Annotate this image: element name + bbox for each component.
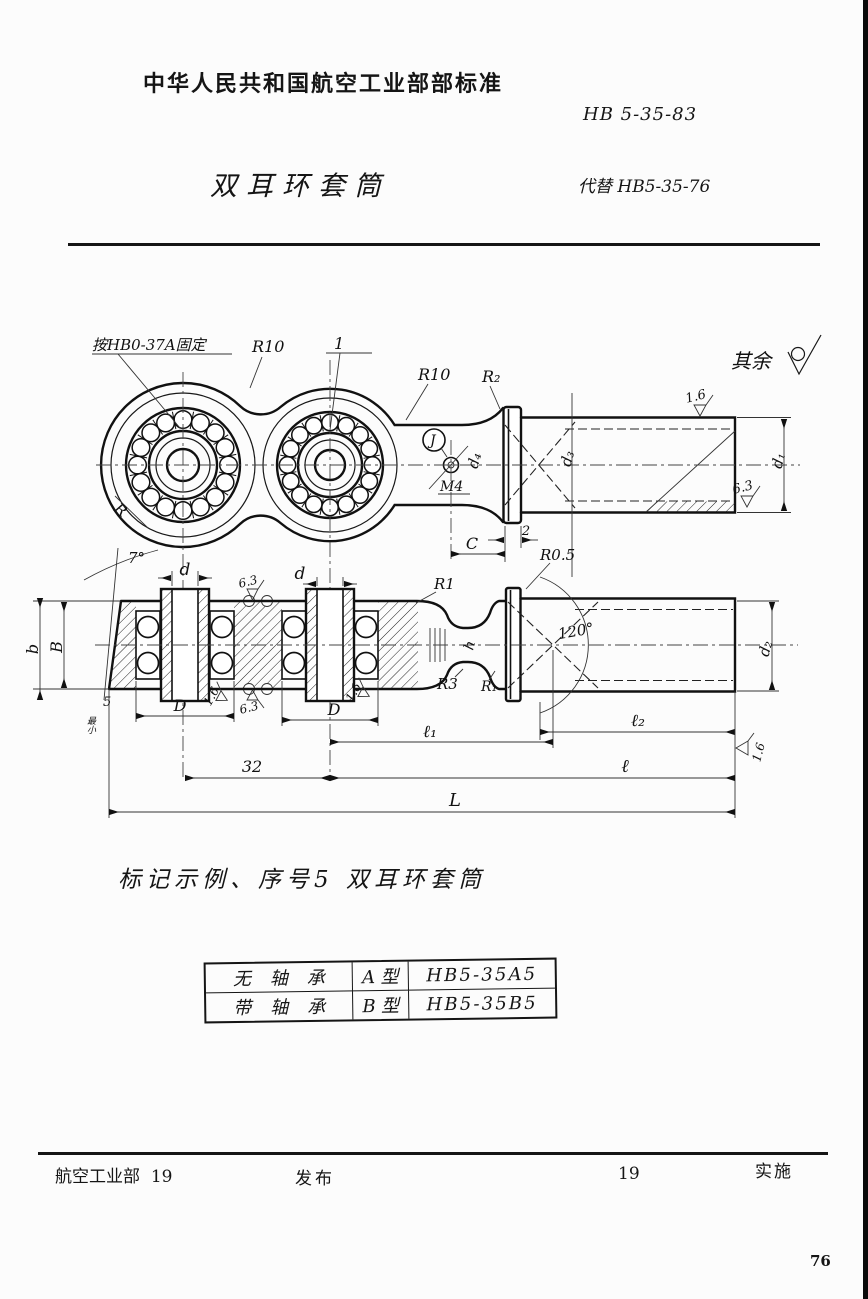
label-d3: d₃ — [557, 449, 578, 469]
table-cell-bearing-a: 无轴承 — [205, 962, 354, 994]
footer-issuer: 航空工业部 19 — [55, 1162, 172, 1187]
finish-mark-1-6-end: 1.6 — [735, 732, 768, 763]
finish-mark-6-3-right: 6.3 — [731, 478, 761, 508]
label-r1-bot: R₁ — [480, 679, 497, 695]
footer-issuer-name: 航空工业部 — [55, 1167, 140, 1187]
label-r2: R₂ — [481, 367, 500, 386]
label-d1: d₁ — [768, 451, 789, 471]
footer-issue-year: 19 — [150, 1167, 173, 1187]
cylinder-section — [519, 597, 737, 693]
label-fix-note: 按HB0-37A固定 — [92, 336, 208, 354]
finish-mark-6-3-web-bot: 6.3 — [238, 689, 265, 717]
label-l1: ℓ₁ — [423, 722, 437, 742]
label-d-right: d — [295, 564, 306, 584]
svg-text:6.3: 6.3 — [237, 573, 259, 591]
label-r05: R0.5 — [539, 546, 575, 564]
table-cell-code-b: HB5-35B5 — [426, 992, 538, 1015]
standard-org-title: 中华人民共和国航空工业部部标准 — [143, 71, 504, 96]
label-L-total: L — [448, 790, 461, 811]
label-d2: d₂ — [755, 639, 776, 659]
label-angle-120: 120° — [557, 619, 596, 643]
label-h: h — [461, 639, 479, 652]
label-d4: d₄ — [464, 451, 485, 471]
page-number: 76 — [810, 1252, 831, 1270]
svg-text:6.3: 6.3 — [238, 699, 260, 717]
svg-text:6.3: 6.3 — [731, 478, 755, 498]
section-hatch-strip — [646, 501, 735, 512]
replaces-note: 代替 HB5-35-76 — [578, 177, 711, 197]
label-angle-7: 7° — [128, 549, 145, 567]
technical-drawing: 按HB0-37A固定 R R10 1 R10 R₂ J M4 d₄ d₃ d₁ … — [23, 334, 822, 818]
finish-mark-6-3-web-top: 6.3 — [237, 573, 265, 602]
label-dim-c: C — [466, 534, 478, 553]
section-bearing-balls — [136, 615, 378, 675]
document-title: 双耳环套筒 — [210, 171, 390, 202]
ear2-bearing-balls — [278, 413, 382, 517]
footer-impl-action: 实施 — [755, 1162, 793, 1182]
label-lobe-radius: R — [110, 499, 131, 521]
label-balloon-j: J — [427, 433, 437, 449]
finish-mark-1-6-top: 1.6 — [684, 387, 714, 417]
label-d-left: d — [180, 560, 191, 580]
designation-table: 无轴承 A型 HB5-35A5 带轴承 B型 HB5-35B5 — [203, 957, 558, 1024]
angle-arc-120 — [539, 576, 589, 714]
svg-text:1.6: 1.6 — [684, 387, 708, 407]
roughness-symbol-icon — [787, 334, 822, 376]
label-l2: ℓ₂ — [631, 711, 645, 731]
svg-text:1.6: 1.6 — [749, 741, 768, 763]
flange-section — [504, 586, 522, 703]
detail-balloon-J — [422, 428, 446, 452]
scan-edge-strip — [863, 0, 868, 1299]
label-ref-1: 1 — [334, 334, 344, 353]
table-cell-code-a: HB5-35A5 — [408, 959, 555, 991]
label-dim-2: 2 — [521, 524, 530, 539]
label-m4: M4 — [439, 479, 463, 495]
label-32: 32 — [242, 757, 262, 776]
top-view: 按HB0-37A固定 R R10 1 R10 R₂ J M4 d₄ d₃ d₁ … — [92, 334, 822, 778]
label-b-small: b — [23, 644, 42, 654]
label-s5-min: 最小 — [85, 716, 96, 734]
section-view: 120° 7° d d — [23, 546, 798, 818]
footer-issue-action: 发布 — [295, 1169, 335, 1189]
table-cell-type-a: A型 — [352, 961, 410, 992]
label-s5: 5 — [103, 695, 111, 710]
standard-code: HB 5-35-83 — [583, 104, 698, 125]
header-divider — [68, 243, 820, 246]
label-l-total: ℓ — [621, 756, 629, 777]
label-D-left: D — [173, 696, 187, 715]
label-r1-top: R1 — [433, 575, 455, 593]
label-r10-2: R10 — [417, 365, 450, 384]
marking-example: 标记示例、序号5 双耳环套筒 — [118, 867, 486, 893]
table-cell-type-b: B型 — [353, 990, 410, 1020]
label-r3: R3 — [436, 675, 458, 693]
rest-surfaces-mark: 其余 — [731, 334, 822, 376]
label-b-cap: B — [47, 641, 66, 654]
footer-divider — [38, 1152, 828, 1155]
footer-impl-year: 19 — [618, 1164, 640, 1184]
label-rest-note: 其余 — [731, 349, 774, 373]
label-D-right: D — [327, 700, 341, 719]
label-r10-1: R10 — [251, 337, 284, 356]
table-cell-bearing-b: 带轴承 — [206, 991, 354, 1022]
